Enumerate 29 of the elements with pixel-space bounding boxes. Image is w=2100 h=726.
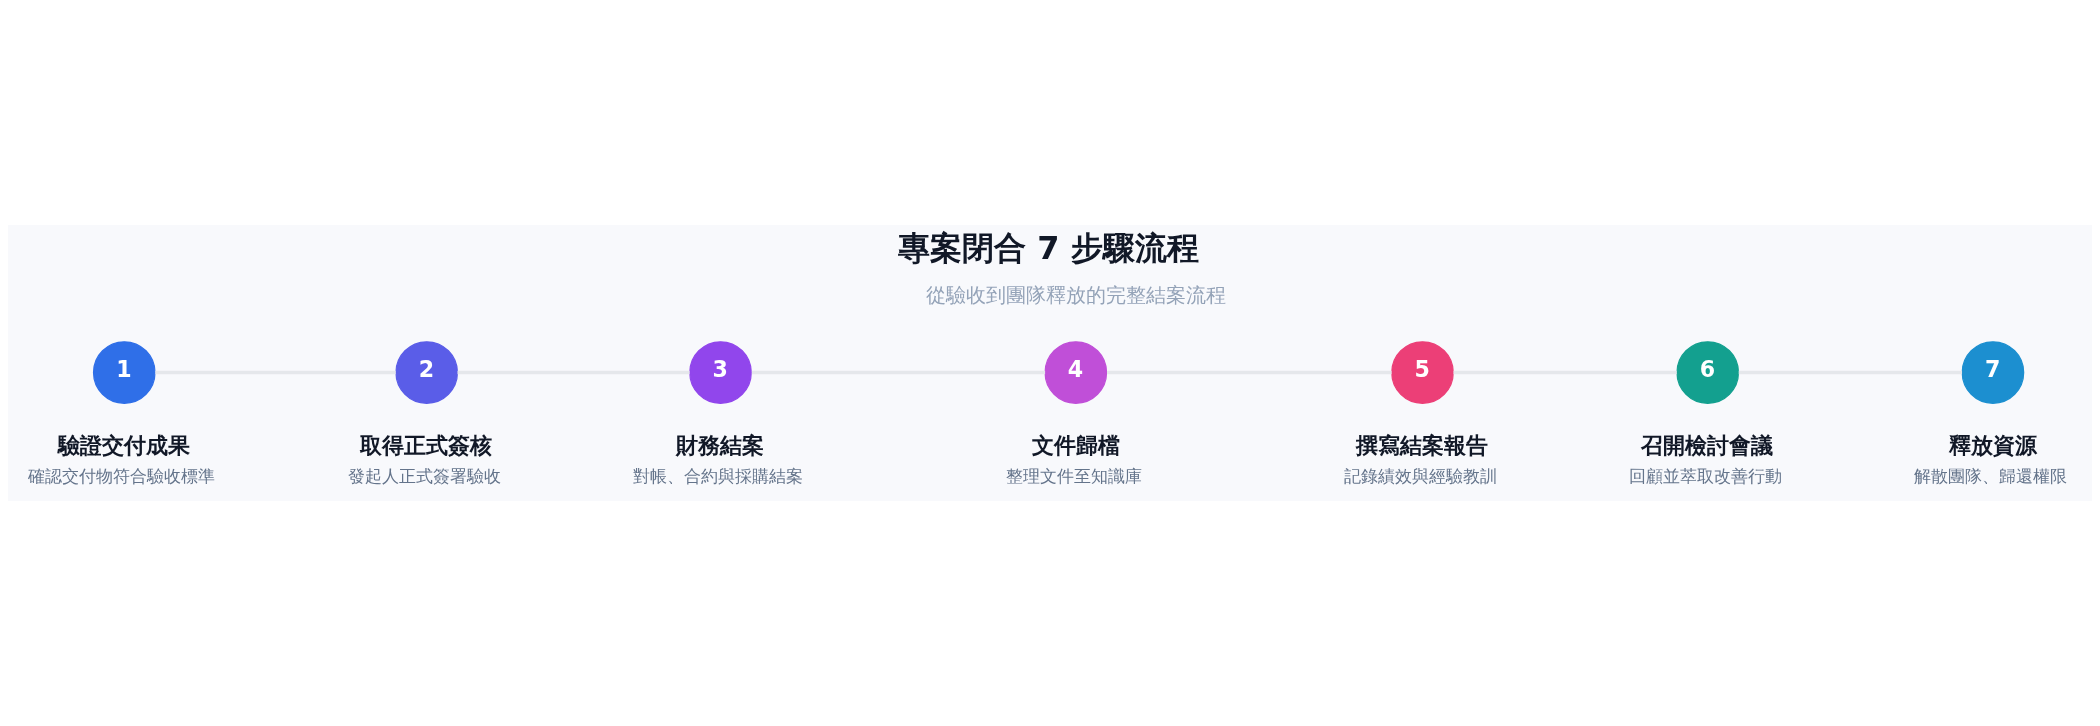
node-label: 取得正式簽核 xyxy=(360,431,493,458)
connector xyxy=(751,370,1046,375)
connector xyxy=(1453,370,1677,375)
label: 從驗收到團隊釋放的完整結案流程 xyxy=(925,284,1226,308)
node-label: 回顧並萃取改善行動 xyxy=(1629,466,1783,487)
node-label: 驗證交付成果 xyxy=(57,431,190,458)
node-label: 釋放資源 xyxy=(1948,431,2037,458)
connector xyxy=(1738,370,1962,375)
node-circle: 4 xyxy=(1044,341,1108,404)
node-circle: 7 xyxy=(1961,341,2025,404)
diagram-title: 專案閉合 7 步驟流程 xyxy=(898,229,1199,268)
connector xyxy=(1107,370,1392,375)
node-label: 整理文件至知識庫 xyxy=(1005,466,1142,487)
node-label: 記錄績效與經驗教訓 xyxy=(1343,466,1497,487)
node-circle: 6 xyxy=(1676,341,1740,404)
connector xyxy=(457,370,690,375)
node-label: 確認交付物符合驗收標準 xyxy=(28,466,216,487)
node-label: 財務結案 xyxy=(676,431,765,458)
node-label: 撰寫結案報告 xyxy=(1356,431,1489,458)
node-circle: 3 xyxy=(689,341,752,404)
node-circle: 1 xyxy=(92,341,156,404)
node-circle: 2 xyxy=(395,341,459,404)
node-label: 解散團隊、歸還權限 xyxy=(1914,466,2068,487)
node-label: 文件歸檔 xyxy=(1031,431,1120,458)
node-label: 對帳、合約與採購結案 xyxy=(633,466,804,487)
node-label: 發起人正式簽署驗收 xyxy=(348,466,502,487)
connector xyxy=(155,370,396,375)
node-label: 召開檢討會議 xyxy=(1641,431,1774,458)
node-circle: 5 xyxy=(1391,341,1454,404)
